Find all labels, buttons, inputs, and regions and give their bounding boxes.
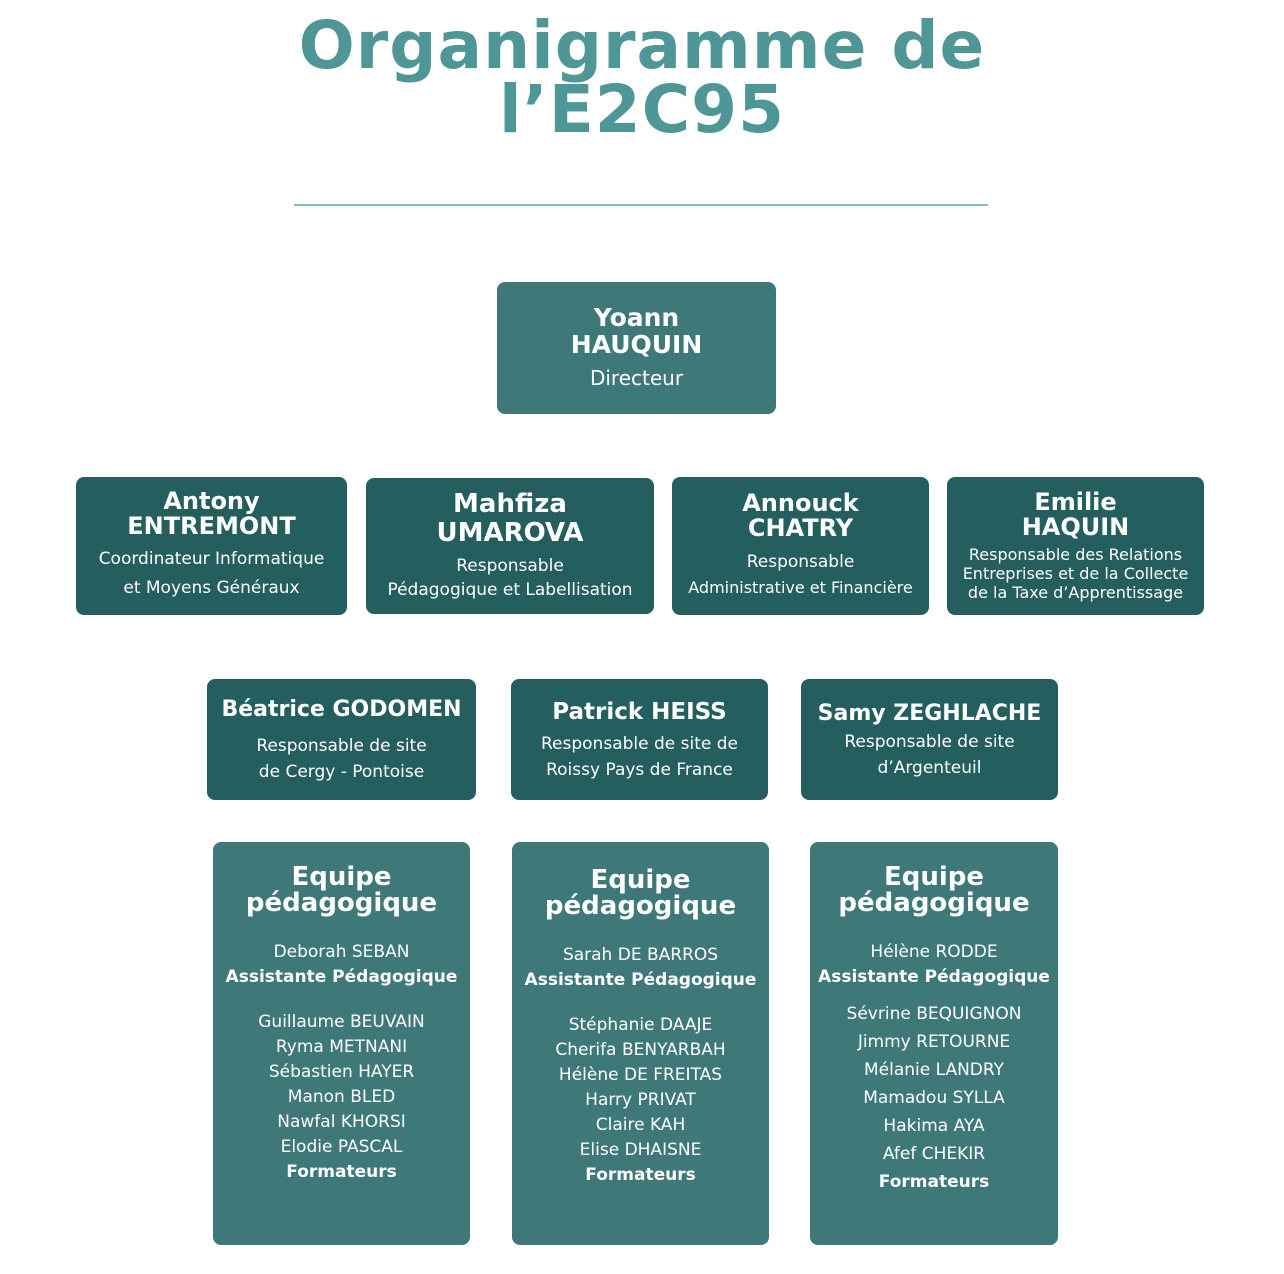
team-trainer: Harry PRIVAT — [585, 1090, 696, 1110]
site-manager-box: Béatrice GODOMEN Responsable de site de … — [207, 679, 476, 800]
team-trainer: Claire KAH — [595, 1115, 686, 1135]
director-box: Yoann HAUQUIN Directeur — [497, 282, 776, 414]
manager-last-name: CHATRY — [747, 514, 854, 542]
team-trainer: Cherifa BENYARBAH — [555, 1040, 726, 1060]
manager-last-name: ENTREMONT — [127, 512, 296, 540]
manager-role-line1: Coordinateur Informatique — [98, 549, 325, 569]
team-trainer: Sébastien HAYER — [268, 1062, 415, 1082]
director-first-name: Yoann — [593, 303, 680, 332]
team-title-line1: Equipe — [590, 865, 691, 895]
team-assistant: Hélène RODDE — [870, 942, 998, 962]
team-title-line2: pédagogique — [838, 888, 1030, 918]
team-trainer: Hakima AYA — [883, 1116, 985, 1136]
site-manager-role-line1: Responsable de site de — [541, 733, 738, 754]
manager-first-name: Annouck — [742, 489, 859, 517]
team-assistant: Sarah DE BARROS — [562, 945, 719, 965]
team-trainer: Mamadou SYLLA — [863, 1088, 1005, 1108]
manager-last-name: UMAROVA — [436, 518, 584, 548]
team-box: Equipe pédagogique Hélène RODDE Assistan… — [810, 842, 1058, 1245]
team-box: Equipe pédagogique Deborah SEBAN Assista… — [213, 842, 470, 1245]
team-trainer: Nawfal KHORSI — [277, 1112, 406, 1132]
site-manager-name: Béatrice GODOMEN — [221, 696, 462, 722]
team-trainer: Elodie PASCAL — [280, 1137, 403, 1157]
manager-first-name: Antony — [163, 487, 260, 515]
team-title: Equipe pédagogique — [545, 867, 736, 919]
manager-box: Mahfiza UMAROVA Responsable Pédagogique … — [366, 478, 654, 614]
site-manager-name: Samy ZEGHLACHE — [817, 700, 1042, 726]
director-role: Directeur — [589, 366, 684, 390]
team-title-line2: pédagogique — [544, 891, 737, 921]
team-trainer: Jimmy RETOURNE — [857, 1032, 1011, 1052]
site-manager-box: Patrick HEISS Responsable de site de Roi… — [511, 679, 768, 800]
manager-role-line2: Entreprises et de la Collecte — [962, 564, 1189, 583]
team-assistant: Deborah SEBAN — [273, 942, 410, 962]
team-trainer: Manon BLED — [287, 1087, 396, 1107]
team-trainer: Hélène DE FREITAS — [558, 1065, 723, 1085]
manager-role-line2: Pédagogique et Labellisation — [387, 580, 633, 600]
manager-role-line1: Responsable des Relations — [968, 545, 1183, 564]
manager-role-line2: Administrative et Financière — [688, 578, 913, 597]
chart-title-line2: l’E2C95 — [499, 71, 785, 148]
site-manager-role-line2: Roissy Pays de France — [546, 759, 733, 780]
team-trainers-label: Formateurs — [585, 1165, 696, 1185]
manager-box: Emilie HAQUIN Responsable des Relations … — [947, 477, 1204, 615]
team-trainer: Guillaume BEUVAIN — [258, 1012, 425, 1032]
team-trainer: Mélanie LANDRY — [863, 1060, 1005, 1080]
manager-box: Antony ENTREMONT Coordinateur Informatiq… — [76, 477, 347, 615]
manager-box: Annouck CHATRY Responsable Administrativ… — [672, 477, 929, 615]
team-trainer: Afef CHEKIR — [882, 1144, 986, 1164]
team-assistant-role: Assistante Pédagogique — [818, 967, 1050, 987]
team-trainer: Ryma METNANI — [275, 1037, 408, 1057]
team-trainers-label: Formateurs — [286, 1162, 397, 1182]
site-manager-role-line2: d’Argenteuil — [877, 757, 982, 778]
team-title: Equipe pédagogique — [838, 864, 1029, 916]
team-title: Equipe pédagogique — [246, 864, 437, 916]
manager-role-line1: Responsable — [456, 556, 564, 576]
team-title-line1: Equipe — [883, 862, 985, 892]
team-assistant-role: Assistante Pédagogique — [524, 970, 757, 990]
site-manager-box: Samy ZEGHLACHE Responsable de site d’Arg… — [801, 679, 1058, 800]
manager-first-name: Mahfiza — [453, 489, 567, 519]
site-manager-role-line1: Responsable de site — [844, 731, 1015, 752]
site-manager-role-line1: Responsable de site — [256, 735, 427, 756]
site-manager-name: Patrick HEISS — [552, 698, 727, 725]
team-title-line1: Equipe — [291, 862, 392, 892]
manager-last-name: HAQUIN — [1021, 513, 1130, 541]
team-box: Equipe pédagogique Sarah DE BARROS Assis… — [512, 842, 769, 1245]
team-assistant-role: Assistante Pédagogique — [225, 967, 458, 987]
team-title-line2: pédagogique — [245, 888, 438, 918]
chart-title-line1: Organigramme de — [298, 7, 986, 84]
team-trainer: Sévrine BEQUIGNON — [846, 1004, 1022, 1024]
chart-title: Organigramme de l’E2C95 — [0, 7, 1284, 148]
manager-role-line2: et Moyens Généraux — [123, 578, 300, 598]
team-trainers-label: Formateurs — [878, 1172, 990, 1192]
manager-first-name: Emilie — [1034, 488, 1117, 516]
manager-role-line3: de la Taxe d’Apprentissage — [967, 583, 1184, 602]
team-trainer: Stéphanie DAAJE — [568, 1015, 713, 1035]
director-last-name: HAUQUIN — [570, 330, 703, 359]
site-manager-role-line2: de Cergy - Pontoise — [258, 761, 425, 782]
manager-role-line1: Responsable — [746, 552, 855, 572]
title-divider — [294, 204, 988, 206]
team-trainer: Elise DHAISNE — [579, 1140, 702, 1160]
